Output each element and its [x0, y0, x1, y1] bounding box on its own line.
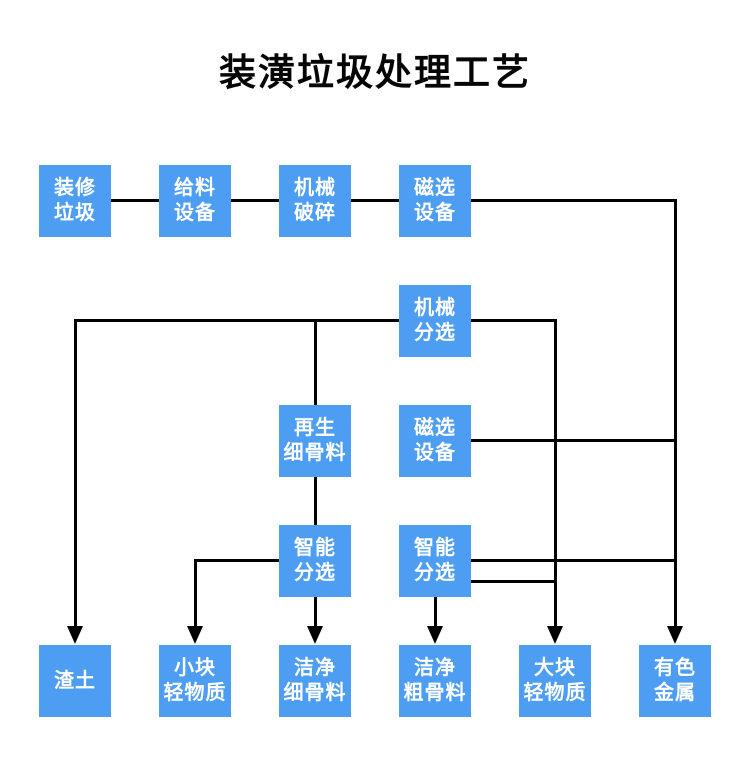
connector-line-top-row-chain-to-nonferrous-drop — [75, 199, 676, 202]
arrowhead-into-large-light-material — [547, 626, 563, 644]
arrowhead-into-small-light-material — [187, 626, 203, 644]
arrowhead-into-residue-soil — [67, 626, 83, 644]
flow-node-smart-sorting-left: 智能 分选 — [279, 525, 351, 597]
flow-node-smart-sorting-right: 智能 分选 — [399, 525, 471, 597]
connector-line-drop-to-small-light-material — [194, 559, 197, 629]
flow-node-recycled-fine-aggregate: 再生 细骨料 — [279, 405, 351, 477]
flow-node-magnetic-separation-2: 磁选 设备 — [399, 405, 471, 477]
flow-node-nonferrous-metal: 有色 金属 — [639, 645, 711, 717]
flow-node-mechanical-crushing: 机械 破碎 — [279, 165, 351, 237]
connector-line-drop-to-residue-soil — [74, 319, 77, 629]
flow-node-decoration-waste: 装修 垃圾 — [39, 165, 111, 237]
page-title: 装潢垃圾处理工艺 — [219, 52, 531, 93]
arrowhead-into-nonferrous-metal — [667, 626, 683, 644]
arrowhead-into-clean-fine-aggregate — [307, 626, 323, 644]
connector-line-drop-to-nonferrous-metal — [674, 199, 677, 629]
flow-node-large-light-material: 大块 轻物质 — [519, 645, 591, 717]
flow-node-clean-fine-aggregate: 洁净 细骨料 — [279, 645, 351, 717]
connector-line-smart-right-to-large-light-drop — [435, 580, 556, 583]
flow-node-feeding-equipment: 给料 设备 — [159, 165, 231, 237]
connector-line-drop-to-large-light-material — [554, 319, 557, 629]
arrowhead-into-clean-coarse-aggregate — [427, 626, 443, 644]
flow-node-mechanical-sorting: 机械 分选 — [399, 285, 471, 357]
connector-line-smart-left-to-small-light-drop — [194, 559, 315, 562]
flow-node-clean-coarse-aggregate: 洁净 粗骨料 — [399, 645, 471, 717]
flow-node-small-light-material: 小块 轻物质 — [159, 645, 231, 717]
flow-node-magnetic-separation-1: 磁选 设备 — [399, 165, 471, 237]
flow-node-residue-soil: 渣土 — [39, 645, 111, 717]
